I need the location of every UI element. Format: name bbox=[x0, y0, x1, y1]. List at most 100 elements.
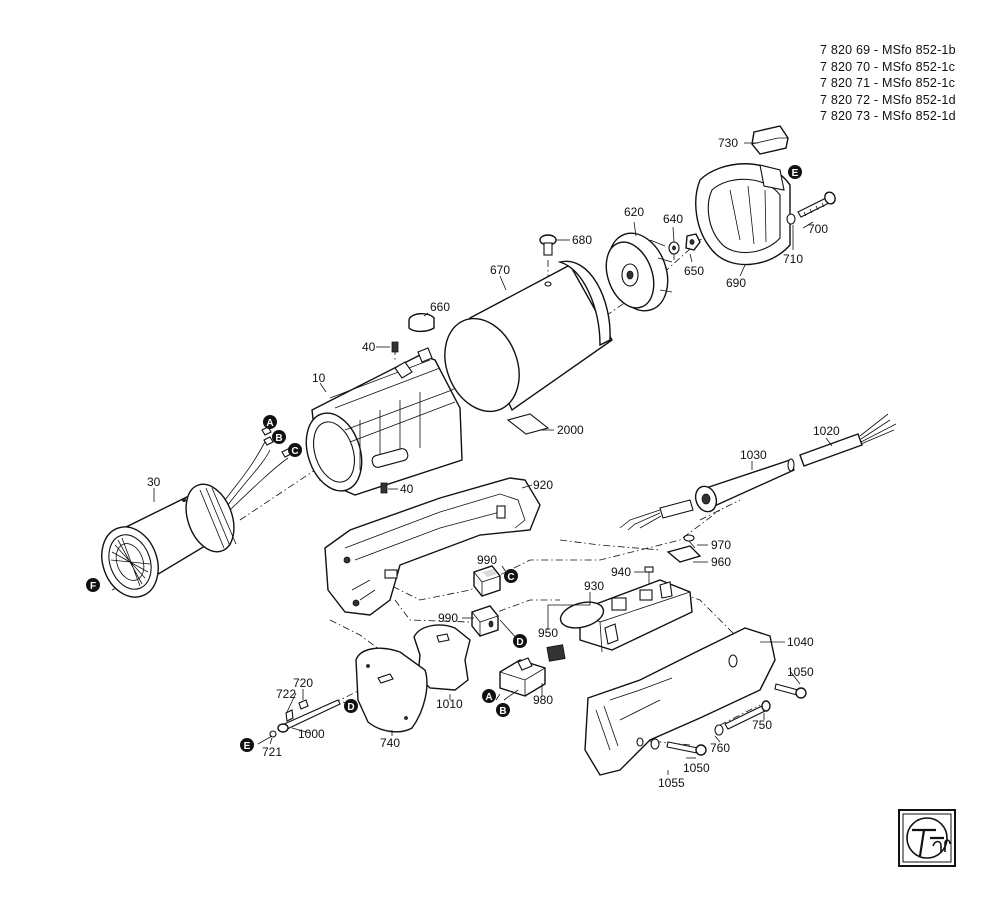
part-10-motor-housing bbox=[305, 347, 463, 496]
svg-text:A: A bbox=[266, 418, 273, 429]
part-940-screw bbox=[644, 566, 654, 584]
marker-c-lower: C bbox=[504, 569, 518, 583]
label-970: 970 bbox=[711, 538, 731, 552]
part-labels: 730 700 710 690 650 640 620 680 670 660 … bbox=[147, 136, 840, 790]
part-680-screw bbox=[539, 234, 557, 256]
svg-text:C: C bbox=[507, 572, 514, 583]
marker-c-upper: C bbox=[288, 443, 302, 457]
label-1055: 1055 bbox=[658, 776, 685, 790]
label-680: 680 bbox=[572, 233, 592, 247]
label-30: 30 bbox=[147, 475, 161, 489]
model-line: 7 820 69 - MSfo 852-1b bbox=[820, 43, 956, 57]
connection-markers: A B C E F C D A bbox=[86, 165, 802, 752]
model-line: 7 820 73 - MSfo 852-1d bbox=[820, 109, 956, 123]
part-700-screw bbox=[797, 191, 836, 218]
label-2000: 2000 bbox=[557, 423, 584, 437]
label-660: 660 bbox=[430, 300, 450, 314]
internal-cable bbox=[619, 499, 694, 531]
marker-d-upper: D bbox=[513, 634, 527, 648]
label-980: 980 bbox=[533, 693, 553, 707]
part-990-knob-lower bbox=[471, 605, 499, 637]
part-760-washer bbox=[714, 724, 724, 736]
svg-text:A: A bbox=[485, 692, 492, 703]
part-40-screws bbox=[380, 341, 399, 494]
label-620: 620 bbox=[624, 205, 644, 219]
label-1050-upper: 1050 bbox=[787, 665, 814, 679]
label-990-upper: 990 bbox=[477, 553, 497, 567]
part-740-plate bbox=[355, 647, 428, 733]
marker-a-upper: A bbox=[263, 415, 277, 429]
part-930-electronics bbox=[579, 579, 693, 653]
label-720: 720 bbox=[293, 676, 313, 690]
part-710-washer bbox=[786, 213, 796, 225]
label-1020: 1020 bbox=[813, 424, 840, 438]
svg-text:B: B bbox=[499, 706, 506, 717]
label-760: 760 bbox=[710, 741, 730, 755]
label-40-lower: 40 bbox=[400, 482, 414, 496]
part-30-stator bbox=[101, 439, 289, 598]
label-1040: 1040 bbox=[787, 635, 814, 649]
part-1040-handle-cover bbox=[584, 627, 776, 776]
marker-e-lower: E bbox=[240, 738, 254, 752]
part-950-pad bbox=[546, 644, 566, 662]
label-640: 640 bbox=[663, 212, 683, 226]
part-990-knob-upper bbox=[473, 565, 501, 597]
label-40-upper: 40 bbox=[362, 340, 376, 354]
label-990-lower: 990 bbox=[438, 611, 458, 625]
svg-text:C: C bbox=[291, 446, 298, 457]
model-line: 7 820 70 - MSfo 852-1c bbox=[820, 59, 956, 74]
svg-text:D: D bbox=[516, 637, 523, 648]
label-722: 722 bbox=[276, 687, 296, 701]
part-1055-washer bbox=[650, 738, 660, 750]
label-1000: 1000 bbox=[298, 727, 325, 741]
part-970-screw bbox=[683, 534, 696, 549]
part-1000-lever bbox=[277, 699, 341, 733]
part-640-650-washer-nut bbox=[668, 233, 701, 255]
wire-terminals bbox=[261, 426, 292, 458]
part-730-clip bbox=[751, 125, 789, 155]
svg-text:E: E bbox=[244, 741, 251, 752]
part-620-end-cap bbox=[605, 232, 673, 312]
part-722-screw bbox=[285, 709, 294, 722]
part-690-guard bbox=[695, 163, 791, 266]
part-721-washer bbox=[269, 730, 277, 738]
marker-d-lower: D bbox=[344, 699, 358, 713]
label-1030: 1030 bbox=[740, 448, 767, 462]
leader-lines bbox=[153, 142, 833, 775]
fein-logo bbox=[898, 809, 956, 867]
part-1010-gasket bbox=[413, 624, 471, 691]
label-940: 940 bbox=[611, 565, 631, 579]
label-740: 740 bbox=[380, 736, 400, 750]
svg-text:B: B bbox=[275, 433, 282, 444]
marker-e-upper: E bbox=[788, 165, 802, 179]
model-line: 7 820 72 - MSfo 852-1d bbox=[820, 92, 956, 107]
part-660-cap bbox=[408, 313, 435, 333]
label-930: 930 bbox=[584, 579, 604, 593]
label-730: 730 bbox=[718, 136, 738, 150]
svg-text:D: D bbox=[347, 702, 354, 713]
part-2000-label bbox=[506, 413, 550, 435]
part-950-button bbox=[559, 601, 605, 629]
part-1020-cable bbox=[799, 413, 897, 467]
label-700: 700 bbox=[808, 222, 828, 236]
marker-b-lower: B bbox=[496, 703, 510, 717]
part-1050-screw-upper bbox=[774, 683, 807, 699]
label-1050-lower: 1050 bbox=[683, 761, 710, 775]
label-670: 670 bbox=[490, 263, 510, 277]
label-10: 10 bbox=[312, 371, 326, 385]
label-920: 920 bbox=[533, 478, 553, 492]
label-1010: 1010 bbox=[436, 697, 463, 711]
label-960: 960 bbox=[711, 555, 731, 569]
marker-f: F bbox=[86, 578, 100, 592]
marker-b-upper: B bbox=[272, 430, 286, 444]
marker-a-lower: A bbox=[482, 689, 496, 703]
label-690: 690 bbox=[726, 276, 746, 290]
label-650: 650 bbox=[684, 264, 704, 278]
label-750: 750 bbox=[752, 718, 772, 732]
part-720-screw bbox=[298, 699, 309, 710]
svg-text:F: F bbox=[90, 581, 96, 592]
label-710: 710 bbox=[783, 252, 803, 266]
part-1050-screw-lower bbox=[666, 741, 707, 756]
model-list: 7 820 69 - MSfo 852-1b 7 820 70 - MSfo 8… bbox=[820, 42, 956, 125]
